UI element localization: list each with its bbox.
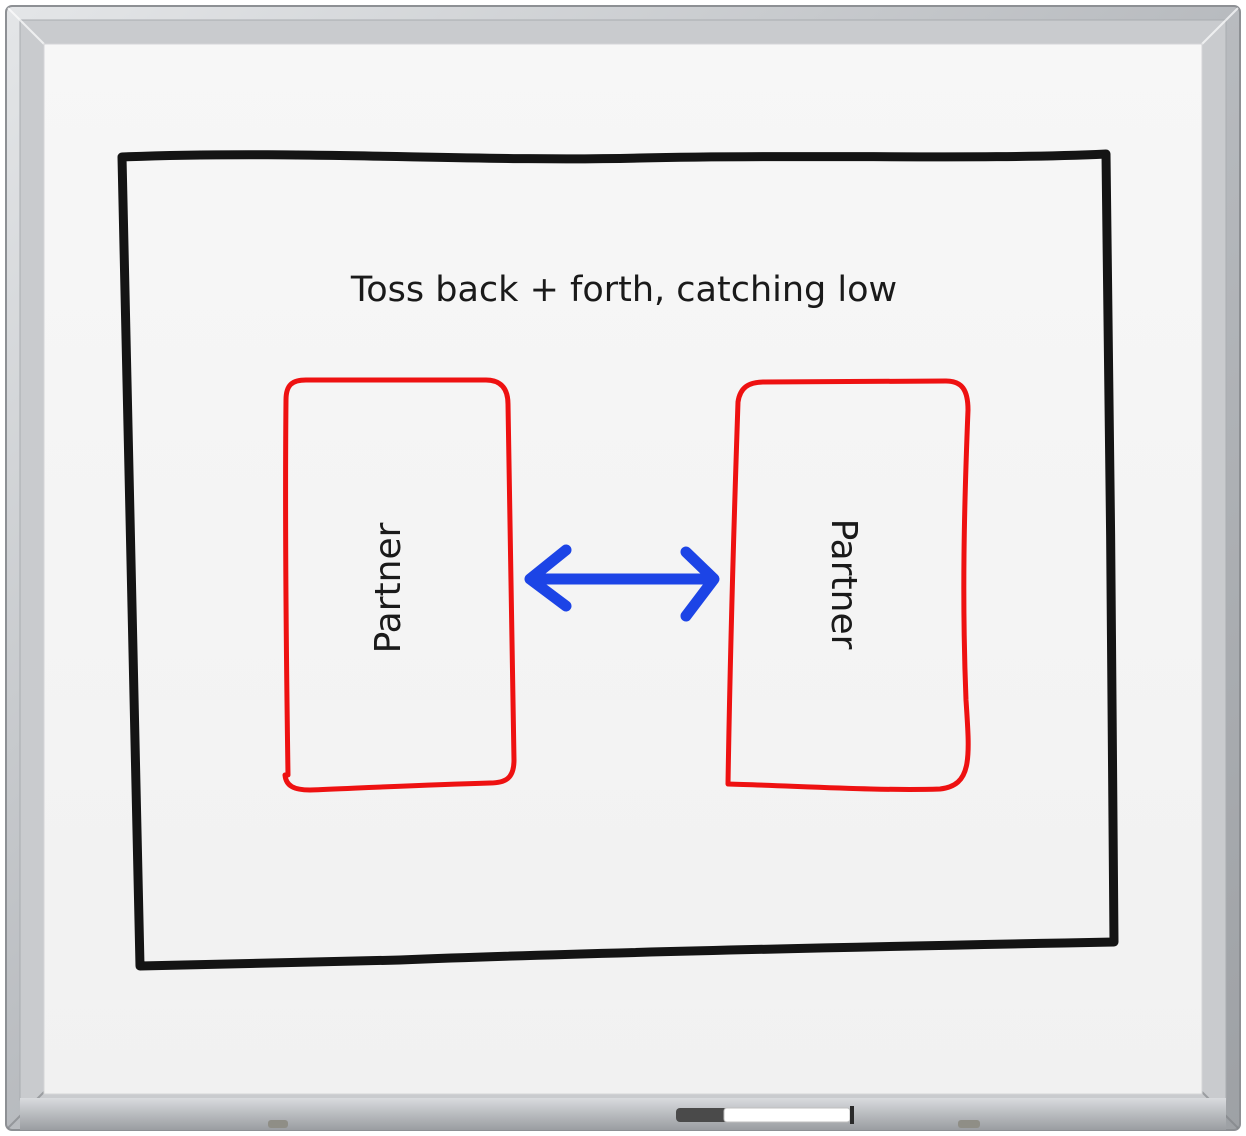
marker-icon[interactable] [676, 1106, 854, 1124]
partner-left-box [282, 377, 517, 793]
marker-tray [20, 1098, 1226, 1130]
double-headed-arrow-icon [524, 544, 720, 622]
whiteboard-surface [43, 43, 1203, 1095]
partner-left-label: Partner [368, 522, 409, 653]
field-outline [117, 149, 1119, 971]
partner-right-label: Partner [823, 519, 864, 650]
partner-right-box [725, 378, 971, 792]
drill-caption: Toss back + forth, catching low [350, 270, 897, 310]
